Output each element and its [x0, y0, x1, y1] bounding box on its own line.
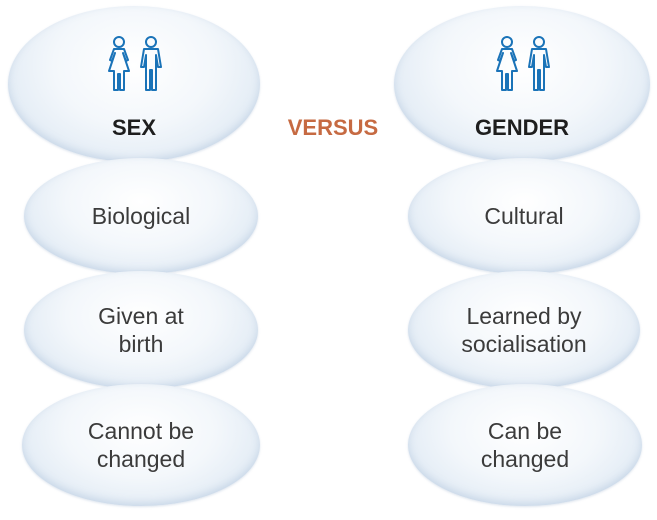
gender-header-oval: GENDER — [394, 6, 650, 162]
male-person-icon — [528, 36, 550, 91]
people-icon-group — [106, 36, 162, 92]
sex-header-oval: SEX — [8, 6, 260, 162]
item-line: socialisation — [461, 331, 587, 357]
item-line: Cultural — [484, 203, 564, 229]
sex-item-given-at-birth: Given at birth — [24, 271, 258, 389]
sex-item-cannot-be-changed: Cannot be changed — [22, 384, 260, 506]
female-person-icon — [496, 36, 518, 91]
item-line: Can be — [487, 418, 563, 444]
item-line: changed — [96, 446, 186, 472]
sex-title: SEX — [111, 115, 157, 140]
gender-item-cultural: Cultural — [408, 158, 640, 274]
item-line: birth — [118, 331, 164, 357]
item-line: Biological — [91, 203, 191, 229]
male-person-icon — [140, 36, 162, 91]
item-line: Cannot be — [87, 418, 195, 444]
versus-label: VERSUS — [287, 115, 379, 140]
item-line: Learned by — [466, 303, 582, 329]
item-line: Given at — [98, 303, 184, 329]
gender-item-can-be-changed: Can be changed — [408, 384, 642, 506]
female-person-icon — [108, 36, 130, 91]
item-line: changed — [480, 446, 570, 472]
people-icon-group — [494, 36, 550, 92]
gender-title: GENDER — [474, 115, 570, 140]
gender-item-learned-by-socialisation: Learned by socialisation — [408, 271, 640, 389]
sex-item-biological: Biological — [24, 158, 258, 274]
